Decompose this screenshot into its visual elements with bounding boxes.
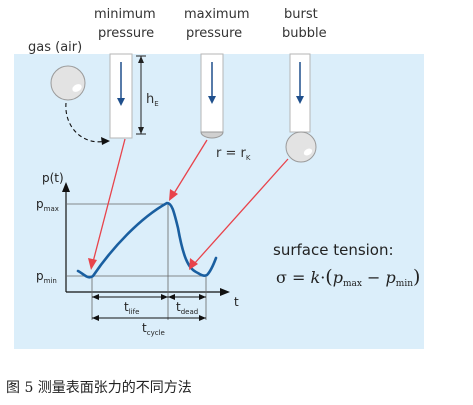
x-axis-label: t (234, 295, 239, 309)
label-burst-bubble: bubble (282, 26, 327, 41)
label-burst: burst (284, 7, 318, 22)
bubble-transfer-dashed-arrow (65, 102, 107, 143)
pmin-tick-label: pmin (36, 269, 57, 285)
surface-tension-formula: σ = k·(pmax − pmin) (276, 266, 420, 289)
label-maximum-pressure: pressure (186, 26, 242, 41)
tlife-label: tlife (124, 300, 139, 316)
figure-caption: 图 5 测量表面张力的不同方法 (6, 380, 192, 396)
pointer-arrow-maximum (169, 139, 208, 201)
gas-bubble (50, 65, 86, 101)
pointer-arrow-minimum (88, 138, 126, 270)
immersion-depth-label: hE (146, 92, 159, 108)
label-maximum: maximum (184, 7, 250, 22)
surface-tension-label: surface tension: (273, 241, 394, 259)
pmax-tick-label: pmax (36, 197, 59, 213)
immersion-depth-marker (136, 55, 146, 135)
capillary-burst (285, 53, 317, 163)
tlife-interval (92, 294, 168, 300)
capillary-maximum (200, 53, 224, 139)
guide-lines (66, 203, 207, 320)
tdead-label: tdead (176, 300, 198, 316)
tdead-interval (168, 294, 206, 300)
capillary-minimum (109, 53, 133, 139)
tcycle-label: tcycle (142, 321, 165, 337)
bubble-transfer-arrowhead (101, 137, 110, 145)
y-axis-label: p(t) (42, 171, 64, 185)
pointer-arrow-burst (189, 158, 289, 270)
label-gas-air: gas (air) (28, 40, 82, 55)
label-minimum-pressure: pressure (98, 26, 154, 41)
label-minimum: minimum (94, 7, 156, 22)
tcycle-interval (92, 315, 206, 321)
radius-equals-capillary-radius: r = rK (216, 146, 251, 162)
pressure-curve (76, 201, 218, 279)
